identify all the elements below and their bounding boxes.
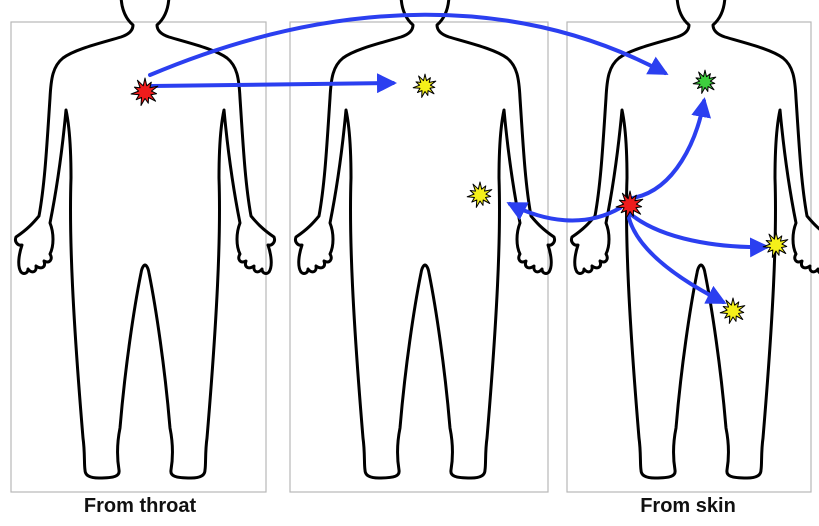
human-figure-left	[15, 0, 274, 478]
arrow-skin-to-right-throat	[633, 101, 704, 198]
human-figure-middle	[295, 0, 554, 478]
caption-from-throat: From throat	[40, 494, 240, 518]
human-figure-right	[571, 0, 819, 478]
throat-site-middle	[413, 74, 436, 97]
throat-infection-source	[131, 78, 158, 106]
arm-site-middle	[467, 182, 492, 207]
arrow-skin-to-middle-arm	[510, 204, 620, 220]
caption-from-skin: From skin	[588, 494, 788, 518]
arrow-skin-to-hand	[628, 212, 766, 247]
arrow-throat-to-middle-throat	[152, 83, 393, 86]
throat-site-right	[693, 70, 716, 93]
panel-middle	[290, 22, 548, 492]
infection-markers	[131, 70, 788, 323]
arrow-throat-to-right-throat	[150, 15, 665, 75]
